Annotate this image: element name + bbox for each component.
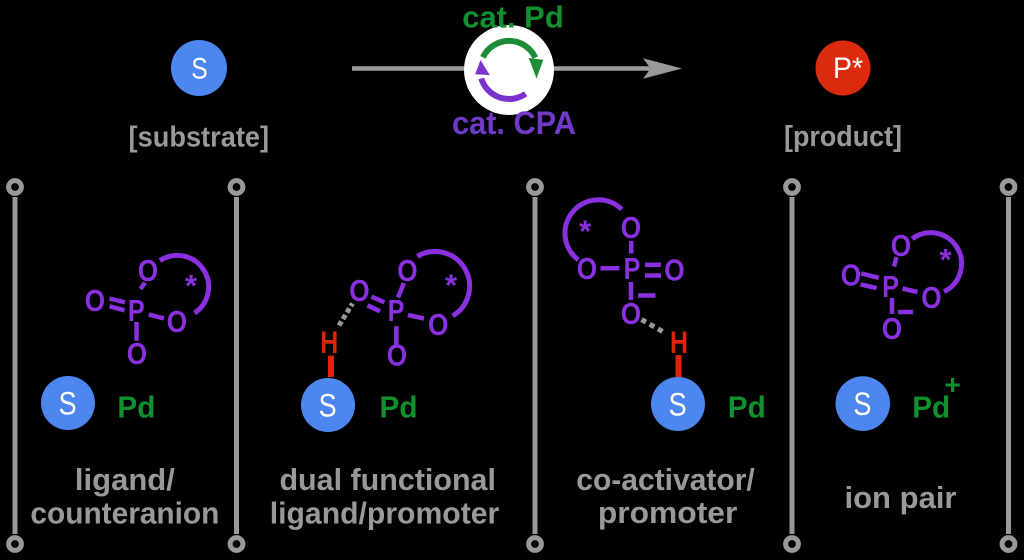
svg-text:*: * (445, 268, 458, 303)
svg-text:O: O (882, 311, 902, 346)
svg-text:O: O (841, 258, 861, 293)
svg-text:S: S (853, 386, 871, 422)
svg-text:S: S (191, 53, 208, 86)
svg-text:+: + (944, 369, 960, 400)
svg-text:O: O (138, 253, 158, 288)
svg-text:Pd: Pd (380, 390, 418, 425)
svg-text:S: S (319, 388, 337, 424)
svg-text:[product]: [product] (784, 121, 902, 153)
svg-text:Pd: Pd (728, 390, 766, 425)
svg-text:O: O (621, 296, 641, 331)
svg-text:P*: P* (833, 52, 863, 85)
svg-text:cat. CPA: cat. CPA (452, 105, 576, 141)
svg-text:co-activator/: co-activator/ (576, 462, 755, 497)
svg-text:O: O (349, 273, 369, 308)
svg-text:S: S (669, 387, 687, 423)
svg-text:P: P (128, 293, 145, 328)
svg-text:P: P (624, 251, 641, 286)
svg-text:H: H (320, 324, 338, 360)
svg-text:O: O (664, 253, 684, 288)
svg-text:O: O (891, 228, 911, 263)
svg-text:*: * (579, 214, 592, 249)
svg-text:cat. Pd: cat. Pd (462, 0, 564, 35)
svg-text:H: H (670, 324, 688, 360)
svg-text:O: O (167, 304, 187, 339)
svg-text:P: P (882, 269, 899, 304)
svg-text:*: * (940, 242, 953, 277)
svg-text:Pd: Pd (912, 390, 950, 425)
svg-text:O: O (397, 253, 417, 288)
svg-text:counteranion: counteranion (30, 496, 219, 531)
svg-text:O: O (577, 251, 597, 286)
svg-text:O: O (127, 336, 147, 371)
svg-text:ligand/promoter: ligand/promoter (270, 496, 500, 531)
svg-text:Pd: Pd (117, 390, 155, 425)
svg-text:dual functional: dual functional (279, 462, 496, 497)
svg-text:O: O (387, 338, 407, 373)
svg-text:promoter: promoter (598, 495, 738, 530)
svg-text:O: O (621, 210, 641, 245)
svg-text:O: O (428, 307, 448, 342)
svg-text:O: O (85, 283, 105, 318)
svg-text:[substrate]: [substrate] (129, 122, 270, 154)
svg-text:ion pair: ion pair (845, 480, 957, 515)
svg-text:S: S (59, 386, 77, 422)
svg-text:O: O (921, 280, 941, 315)
svg-text:ligand/: ligand/ (75, 462, 175, 497)
svg-text:P: P (388, 293, 405, 328)
svg-text:*: * (185, 268, 198, 303)
